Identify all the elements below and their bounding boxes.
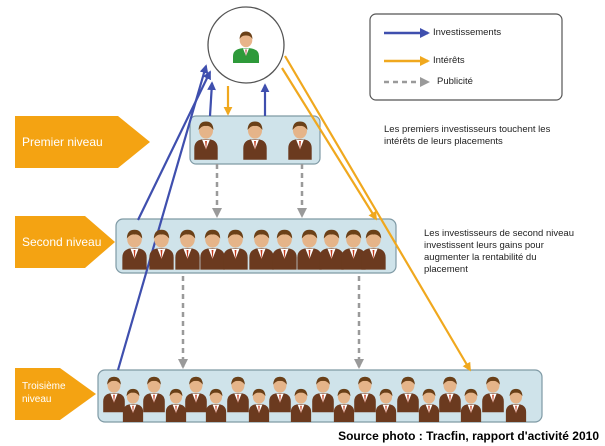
level-label-line: Troisième xyxy=(22,381,66,392)
description-line: Les premiers investisseurs touchent les xyxy=(384,124,551,135)
level-arrow-1 xyxy=(15,116,150,168)
second-level-description: Les investisseurs de second niveau inves… xyxy=(424,228,574,276)
level-arrow-3 xyxy=(15,368,96,420)
level-label-line: Second niveau xyxy=(22,235,102,249)
investissements-arrow xyxy=(207,81,216,117)
interets-arrow xyxy=(284,55,471,372)
source-credit: Source photo : Tracfin, rapport d'activi… xyxy=(338,429,599,443)
legend-interets-label: Intérêts xyxy=(433,55,465,66)
description-line: augmenter la rentabilité du xyxy=(424,252,537,263)
description-line: Les investisseurs de second niveau xyxy=(424,228,574,239)
legend-investissements-label: Investissements xyxy=(433,27,502,38)
legend-box xyxy=(369,13,563,101)
organizer-icon xyxy=(233,31,259,63)
level-label-line: Premier niveau xyxy=(22,135,103,149)
investissements-arrow xyxy=(116,64,209,371)
level-label-troisieme: Troisième niveau xyxy=(22,380,66,406)
level-label-premier: Premier niveau xyxy=(22,135,103,149)
first-level-investors xyxy=(194,121,312,160)
description-line: placement xyxy=(424,264,468,275)
level-label-second: Second niveau xyxy=(22,235,101,249)
description-line: investissent leurs gains pour xyxy=(424,240,544,251)
legend-publicite-label: Publicité xyxy=(437,76,473,87)
description-line: intérêts de leurs placements xyxy=(384,136,503,147)
investissements-arrow xyxy=(137,70,211,221)
level-arrow-2 xyxy=(15,216,115,268)
level-label-line: niveau xyxy=(22,394,52,405)
first-level-description: Les premiers investisseurs touchent les … xyxy=(384,124,550,148)
interets-arrow xyxy=(281,67,377,221)
